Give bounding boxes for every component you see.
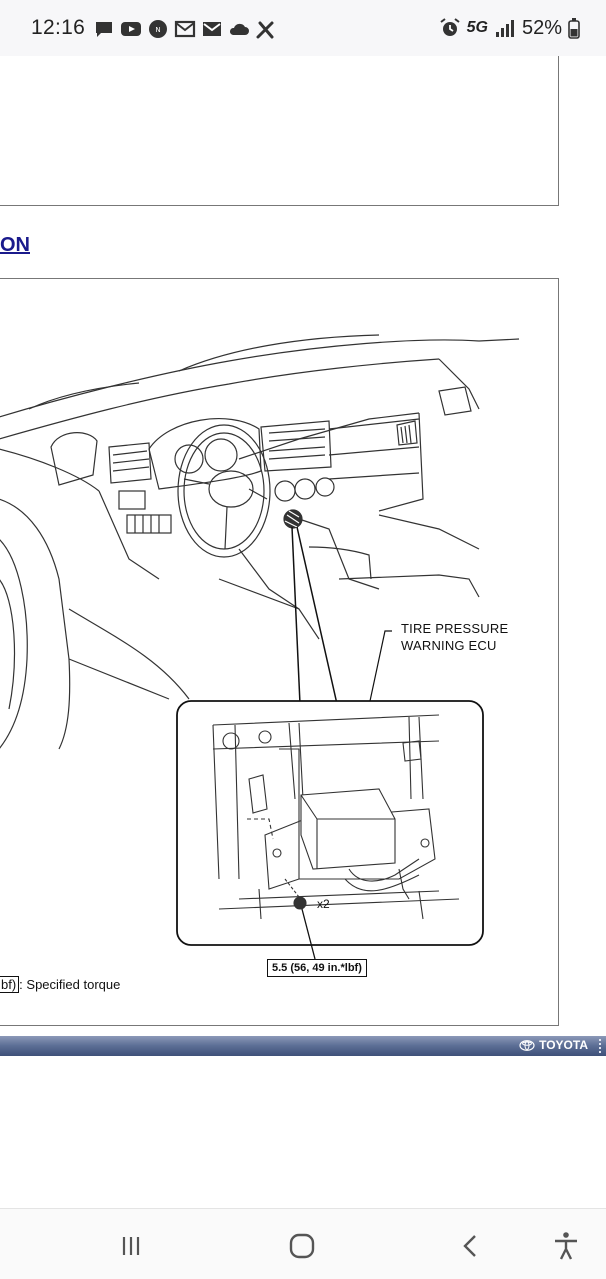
home-icon[interactable] — [285, 1229, 319, 1263]
legend-symbol: bf) — [0, 976, 20, 993]
signal-icon — [495, 20, 514, 37]
recent-apps-icon[interactable] — [114, 1229, 148, 1263]
tools-icon — [256, 21, 274, 39]
cloud-icon — [229, 23, 249, 35]
fastener-count: x2 — [317, 897, 330, 911]
document-view[interactable]: ON — [0, 56, 606, 1208]
menu-dots-icon[interactable] — [599, 1039, 602, 1053]
previous-figure-frame — [0, 56, 559, 206]
callout-line-1: TIRE PRESSURE — [401, 621, 509, 636]
toyota-footer-bar: TOYOTA — [0, 1036, 606, 1056]
back-icon[interactable] — [454, 1229, 488, 1263]
dashboard-line-drawing — [0, 334, 520, 960]
system-icons: 5G 52% — [439, 15, 580, 41]
notification-icons: N — [93, 17, 277, 41]
news-icon: N — [149, 20, 167, 38]
toyota-wordmark: TOYOTA — [539, 1038, 588, 1052]
alarm-icon — [440, 18, 460, 36]
ecu-callout-label: TIRE PRESSURE WARNING ECU — [401, 620, 508, 654]
status-time: 12:16 — [31, 16, 86, 39]
chat-icon — [96, 22, 112, 37]
battery-percent: 52% — [521, 16, 562, 39]
accessibility-icon[interactable] — [549, 1229, 583, 1263]
torque-spec-box: 5.5 (56, 49 in.*lbf) — [267, 959, 367, 977]
toyota-logo: TOYOTA — [519, 1038, 588, 1052]
torque-legend: bf): Specified torque — [0, 976, 120, 993]
battery-icon — [568, 18, 580, 39]
toyota-emblem-icon — [519, 1039, 535, 1051]
status-bar: 12:16 N 5G 52% — [0, 0, 606, 56]
callout-line-2: WARNING ECU — [401, 638, 497, 653]
youtube-icon — [121, 22, 141, 36]
svg-text:N: N — [155, 26, 160, 34]
navigation-bar — [0, 1208, 606, 1279]
mail-icon — [203, 22, 221, 36]
network-type: 5G — [466, 19, 488, 36]
section-heading-link[interactable]: ON — [0, 234, 30, 256]
legend-label: : Specified torque — [19, 977, 121, 992]
installation-diagram: TIRE PRESSURE WARNING ECU x2 5.5 (56, 49… — [0, 278, 559, 1026]
mail-outline-icon — [174, 20, 196, 38]
